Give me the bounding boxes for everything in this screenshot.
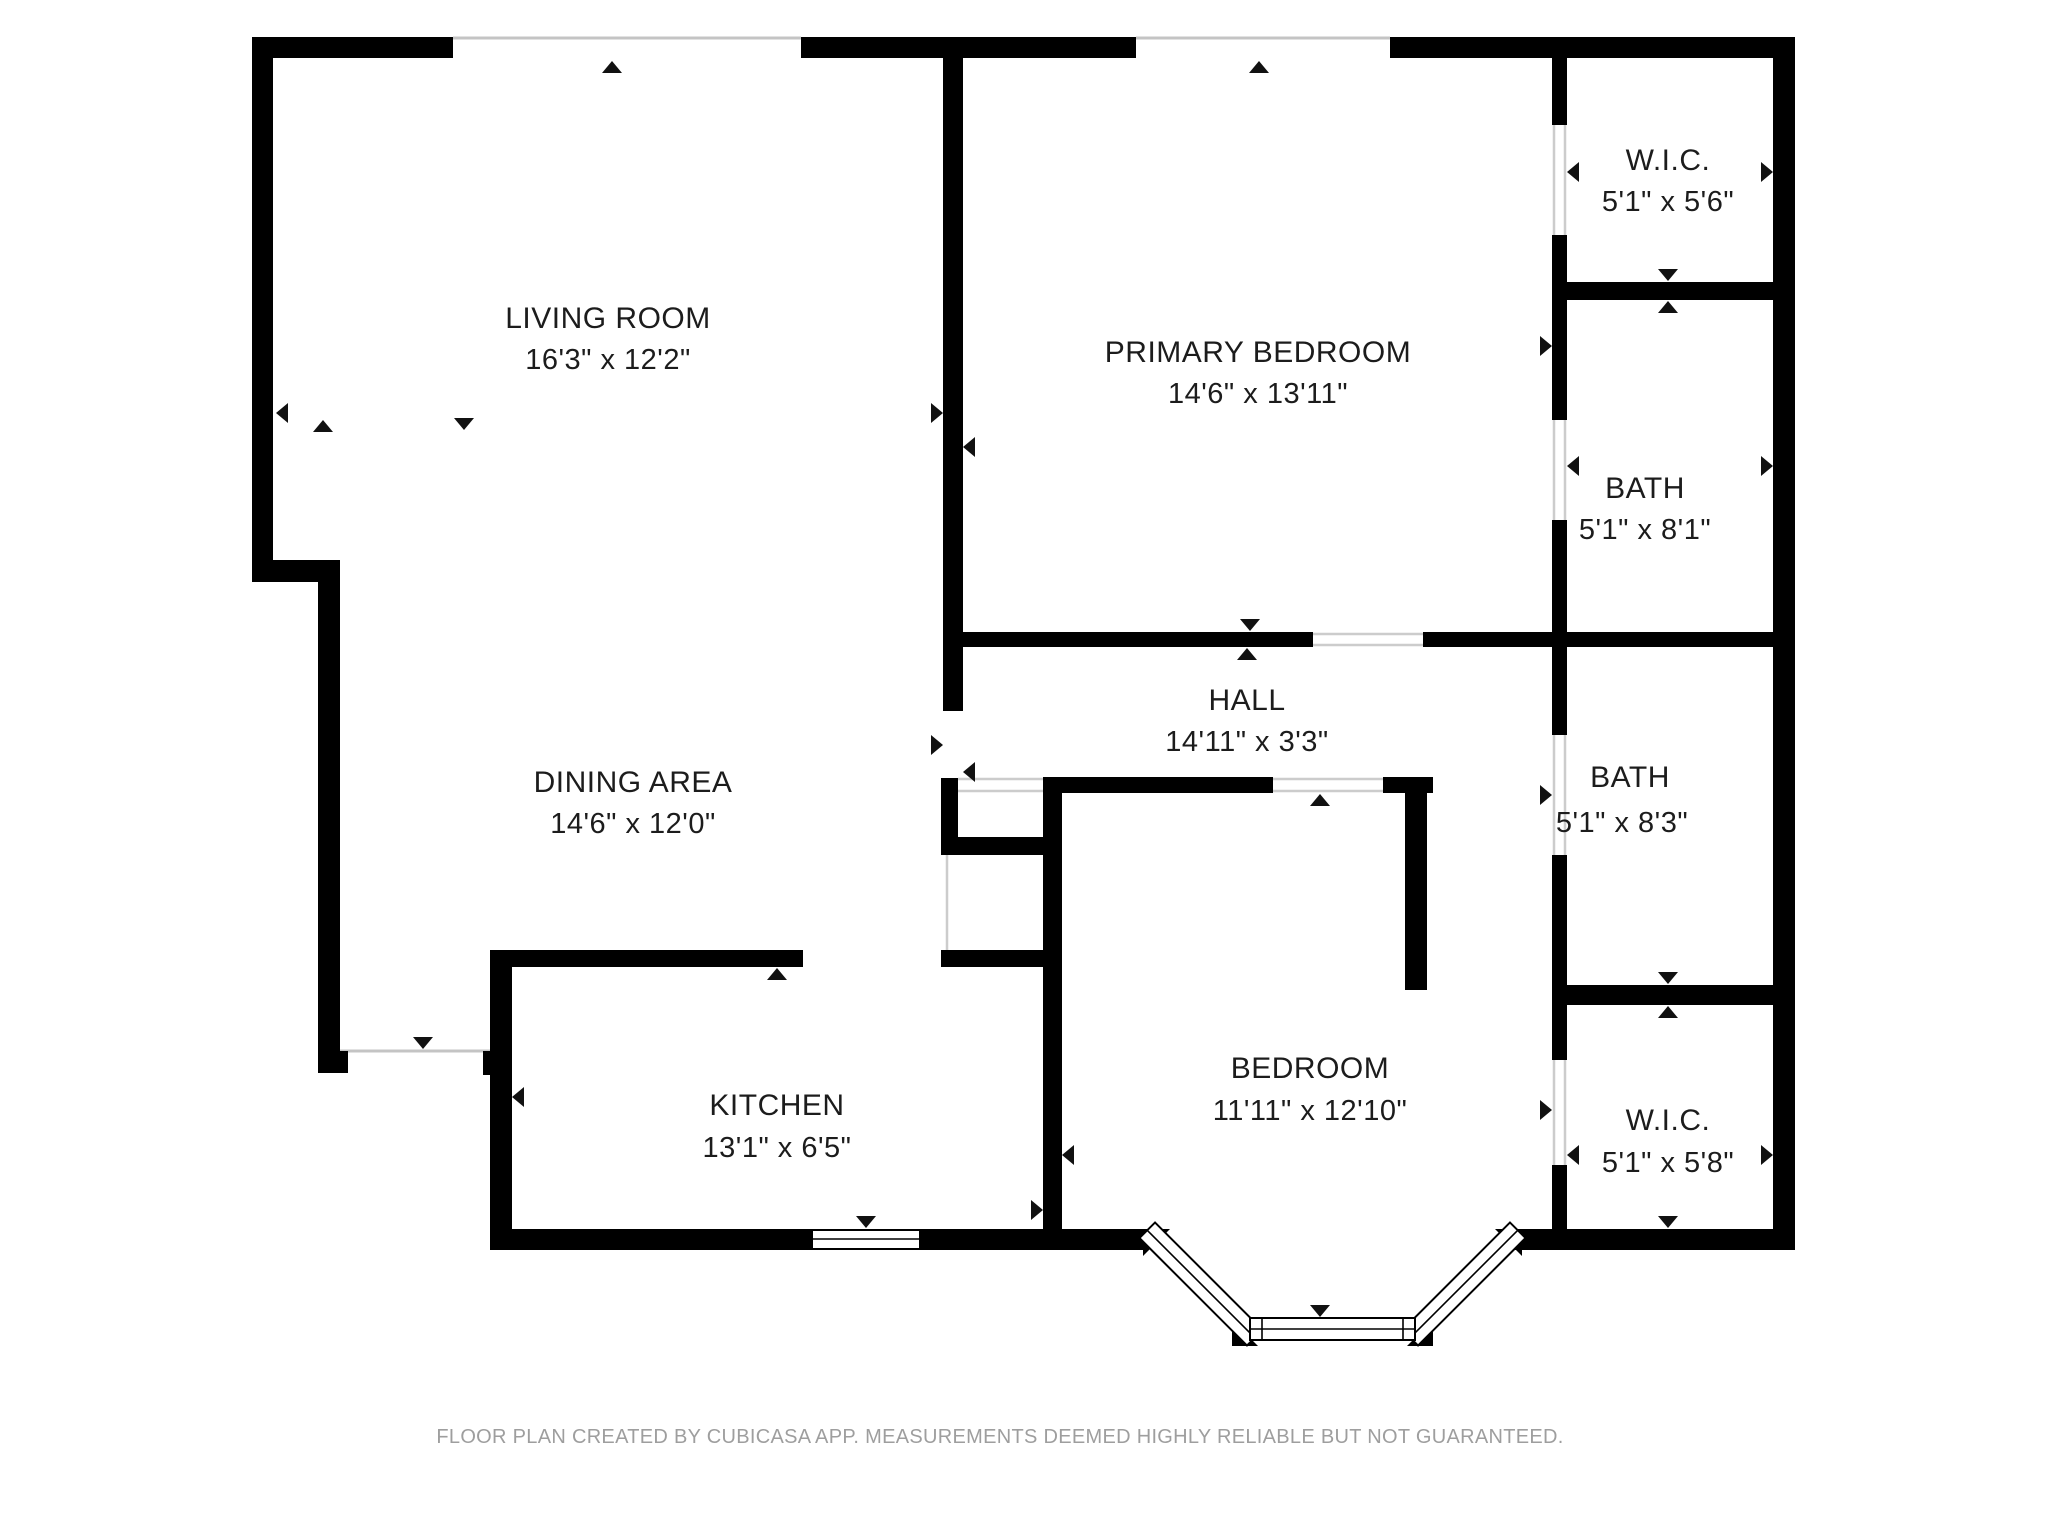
arrow-left-icon xyxy=(1567,1145,1579,1165)
room-dims-bath-top: 5'1" x 8'1" xyxy=(1579,514,1711,546)
arrow-left-icon xyxy=(1567,456,1579,476)
arrow-right-icon xyxy=(1540,336,1552,356)
room-dims-kitchen: 13'1" x 6'5" xyxy=(703,1132,852,1164)
arrow-down-icon xyxy=(856,1216,876,1228)
arrow-up-icon xyxy=(1249,61,1269,73)
room-dims-wic-top: 5'1" x 5'6" xyxy=(1602,186,1734,218)
room-label-hall: HALL xyxy=(1208,684,1285,717)
arrow-down-icon xyxy=(454,418,474,430)
arrow-right-icon xyxy=(1761,1145,1773,1165)
bay-window-right-diagonal xyxy=(1401,1221,1527,1347)
wall-wic-bath-divider xyxy=(1552,282,1773,300)
room-label-living-room: LIVING ROOM xyxy=(505,302,711,335)
opening-arrows xyxy=(276,61,1773,1317)
arrow-right-icon xyxy=(931,735,943,755)
room-label-wic-bottom: W.I.C. xyxy=(1626,1104,1711,1137)
wall-bath-top-left xyxy=(1552,520,1567,632)
arrow-up-icon xyxy=(767,968,787,980)
wall-primary-bottom-left xyxy=(943,632,1313,647)
wall-kitchen-top xyxy=(490,950,803,967)
arrow-right-icon xyxy=(1761,162,1773,182)
room-label-kitchen: KITCHEN xyxy=(709,1089,844,1122)
room-dims-hall: 14'11" x 3'3" xyxy=(1165,726,1328,758)
room-dims-wic-bottom: 5'1" x 5'8" xyxy=(1602,1147,1734,1179)
wall-top-left xyxy=(252,37,453,58)
wall-living-primary-divider xyxy=(943,58,963,711)
arrow-up-icon xyxy=(1237,648,1257,660)
wall-closet-bottom xyxy=(941,950,1048,967)
arrow-down-icon xyxy=(413,1037,433,1049)
room-dims-bedroom: 11'11" x 12'10" xyxy=(1213,1095,1408,1127)
arrow-right-icon xyxy=(1540,1100,1552,1120)
room-label-bath-lower: BATH xyxy=(1590,761,1670,794)
wall-wic-top-left-a xyxy=(1552,58,1567,125)
wall-kitchen-bottom xyxy=(490,1229,812,1250)
arrow-left-icon xyxy=(1567,162,1579,182)
wall-left-upper xyxy=(252,37,273,582)
wall-bedroom-left xyxy=(1043,777,1062,1229)
room-label-wic-top: W.I.C. xyxy=(1626,144,1711,177)
walls xyxy=(252,37,1795,1250)
room-dims-living-room: 16'3" x 12'2" xyxy=(525,344,691,376)
wall-wic-bottom-outer xyxy=(1500,1229,1795,1250)
opening-casings xyxy=(340,36,1567,1165)
arrow-left-icon xyxy=(512,1087,524,1107)
windows xyxy=(811,1221,1527,1347)
arrow-up-icon xyxy=(1310,794,1330,806)
wall-bath-lower-left-a xyxy=(1552,647,1567,735)
wall-top-center xyxy=(801,37,1136,58)
footer-disclaimer: FLOOR PLAN CREATED BY CUBICASA APP. MEAS… xyxy=(436,1426,1563,1448)
arrow-left-icon xyxy=(963,437,975,457)
arrow-up-icon xyxy=(313,420,333,432)
wall-wic-bottom-top xyxy=(1552,985,1773,1005)
arrow-down-icon xyxy=(1310,1305,1330,1317)
arrow-up-icon xyxy=(1658,301,1678,313)
arrow-right-icon xyxy=(931,403,943,423)
wall-left-lower xyxy=(318,560,340,1073)
room-label-primary-bedroom: PRIMARY BEDROOM xyxy=(1105,336,1411,369)
arrow-right-icon xyxy=(1031,1200,1043,1220)
arrow-left-icon xyxy=(963,762,975,782)
room-dims-dining-area: 14'6" x 12'0" xyxy=(550,808,716,840)
arrow-down-icon xyxy=(1658,1216,1678,1228)
wall-bath-lower-left-b xyxy=(1552,855,1567,1005)
wall-top-right xyxy=(1390,37,1795,58)
wall-right-outer xyxy=(1773,37,1795,1250)
wall-closet-divider xyxy=(941,837,1048,855)
room-label-dining-area: DINING AREA xyxy=(534,766,733,799)
arrow-left-icon xyxy=(1062,1145,1074,1165)
wall-primary-bottom-right xyxy=(1423,632,1773,647)
wall-vestibule-nub xyxy=(1405,777,1427,990)
room-labels: LIVING ROOM 16'3" x 12'2" PRIMARY BEDROO… xyxy=(505,144,1734,1179)
arrow-left-icon xyxy=(276,403,288,423)
wall-kitchen-left xyxy=(490,950,512,1250)
wall-wic-bottom-left-b xyxy=(1552,1165,1567,1229)
wall-wic-bottom-left-a xyxy=(1552,1005,1567,1060)
bay-window-left-midline xyxy=(1146,1229,1256,1339)
arrow-down-icon xyxy=(1658,972,1678,984)
bay-window-left-diagonal xyxy=(1138,1221,1264,1347)
arrow-up-icon xyxy=(1658,1006,1678,1018)
arrow-up-icon xyxy=(602,61,622,73)
arrow-right-icon xyxy=(1761,456,1773,476)
wall-wic-top-left-b xyxy=(1552,235,1567,420)
arrow-down-icon xyxy=(1240,619,1260,631)
room-dims-primary-bedroom: 14'6" x 13'11" xyxy=(1168,378,1348,410)
room-label-bedroom: BEDROOM xyxy=(1231,1052,1390,1085)
wall-closet-left xyxy=(941,778,958,837)
wall-hall-bottom-left xyxy=(1043,777,1273,793)
arrow-right-icon xyxy=(1540,785,1552,805)
room-dims-bath-lower: 5'1" x 8'3" xyxy=(1556,807,1688,839)
room-label-bath-top: BATH xyxy=(1605,472,1685,505)
arrow-down-icon xyxy=(1658,269,1678,281)
bay-window-right-midline xyxy=(1409,1229,1519,1339)
wall-bedroom-bottom-left xyxy=(920,1229,1143,1250)
wall-entry-jamb-left xyxy=(318,1051,348,1073)
